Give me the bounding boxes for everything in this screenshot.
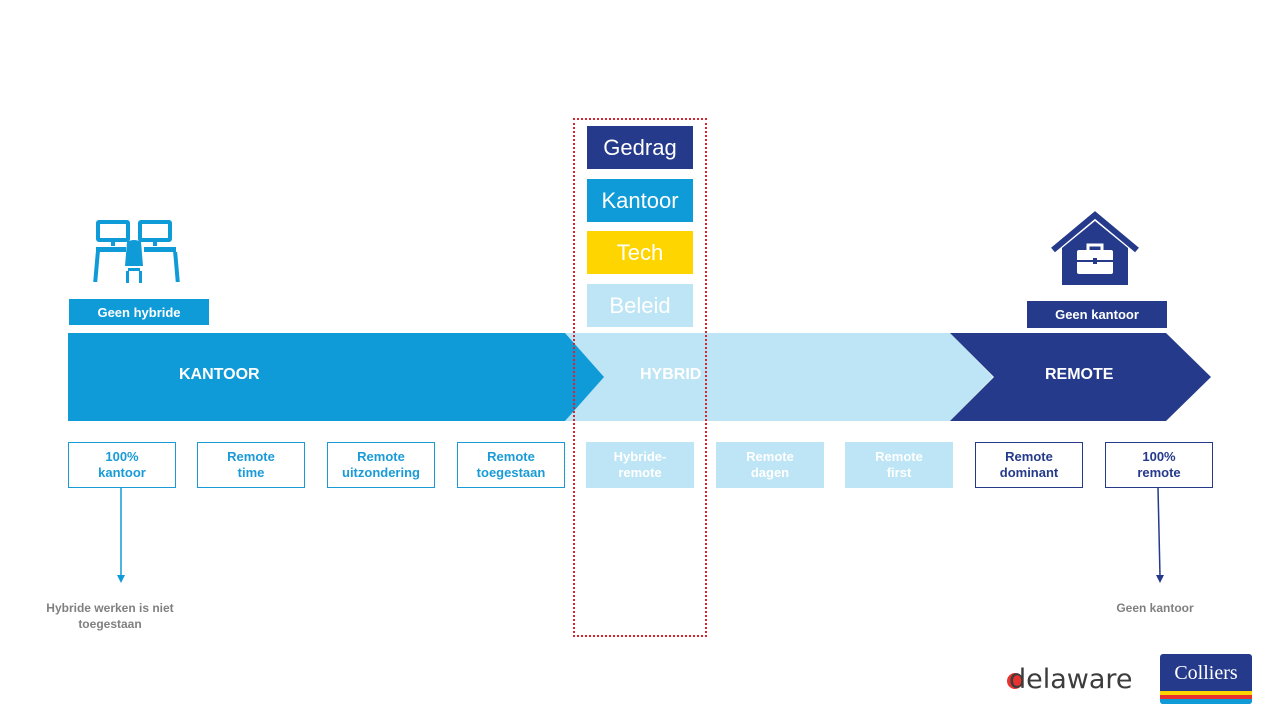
stage-remote-dagen: Remote dagen [716, 442, 824, 488]
stage-100-kantoor: 100% kantoor [68, 442, 176, 488]
hybrid-arrow [565, 333, 993, 421]
factor-tech: Tech [587, 231, 693, 274]
home-office-icon [1051, 211, 1139, 285]
factor-kantoor: Kantoor [587, 179, 693, 222]
colliers-wordmark: Colliers [1174, 662, 1238, 684]
hybrid-arrow-label: HYBRID [640, 366, 702, 383]
colliers-stripe-yellow [1160, 691, 1252, 695]
kantoor-arrow-label: KANTOOR [179, 366, 260, 383]
colliers-stripe-blue [1160, 699, 1252, 704]
stage-100-remote: 100% remote [1105, 442, 1213, 488]
kantoor-arrow [68, 333, 604, 421]
geen-hybride-label: Geen hybride [69, 299, 209, 325]
right-connector-head [1156, 575, 1164, 583]
left-connector-head [117, 575, 125, 583]
colliers-logo: Colliers [1160, 654, 1252, 704]
right-connector-line [1157, 487, 1161, 577]
stage-remote-toegestaan: Remote toegestaan [457, 442, 565, 488]
remote-arrow [950, 333, 1211, 421]
factor-beleid: Beleid [587, 284, 693, 327]
delaware-logo: delaware [1007, 662, 1133, 696]
stage-hybride-remote: Hybride- remote [586, 442, 694, 488]
hybrid-highlight-frame [573, 118, 707, 637]
note-geen-kantoor: Geen kantoor [1116, 601, 1194, 615]
stage-remote-dominant: Remote dominant [975, 442, 1083, 488]
stage-remote-time: Remote time [197, 442, 305, 488]
note-hybride-niet-toegestaan: Hybride werken is niet toegestaan [46, 601, 174, 631]
desk-icon [93, 220, 180, 283]
factor-gedrag: Gedrag [587, 126, 693, 169]
delaware-wordmark: delaware [1009, 663, 1133, 695]
delaware-dot-icon [1007, 673, 1023, 689]
geen-kantoor-label: Geen kantoor [1027, 301, 1167, 328]
remote-arrow-label: REMOTE [1045, 366, 1114, 383]
colliers-stripe-red [1160, 695, 1252, 699]
stage-remote-first: Remote first [845, 442, 953, 488]
stage-remote-uitzondering: Remote uitzondering [327, 442, 435, 488]
